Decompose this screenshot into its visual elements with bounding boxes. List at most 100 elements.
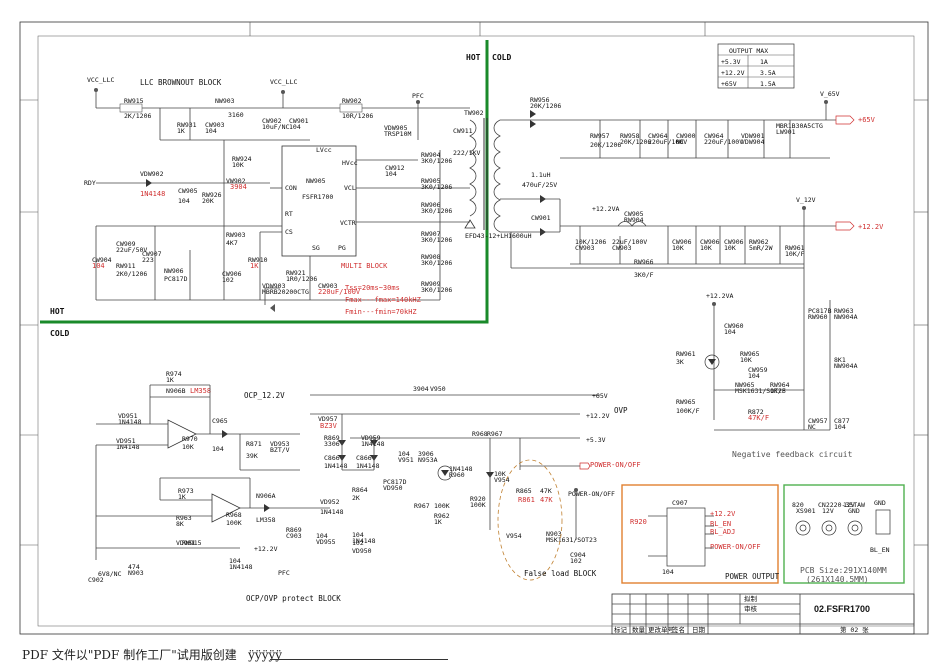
svg-text:NW904A: NW904A xyxy=(834,362,858,370)
zone-hot-left: HOT xyxy=(50,307,65,316)
svg-text:104: 104 xyxy=(92,262,105,270)
svg-text:1N4148: 1N4148 xyxy=(320,508,344,516)
svg-text:47K: 47K xyxy=(540,487,552,495)
svg-text:RW961: RW961 xyxy=(676,350,696,358)
feedback-circuit: +12.2VA RW963 NW904A PC817B RW960 8K1 NW… xyxy=(676,226,858,459)
svg-text:104: 104 xyxy=(212,445,224,453)
svg-text:CW906: CW906 xyxy=(700,238,720,246)
inner-border xyxy=(37,35,915,627)
svg-text:RW962: RW962 xyxy=(749,238,769,246)
svg-text:3306: 3306 xyxy=(324,440,340,448)
svg-text:1N4148: 1N4148 xyxy=(449,465,473,473)
svg-text:VD951: VD951 xyxy=(118,412,138,420)
svg-text:CS: CS xyxy=(285,228,293,236)
svg-text:NC: NC xyxy=(676,138,684,146)
svg-text:3904: 3904 xyxy=(230,183,247,191)
svg-text:3904: 3904 xyxy=(413,385,429,393)
svg-text:1N4148: 1N4148 xyxy=(118,418,142,426)
svg-text:20K/1206: 20K/1206 xyxy=(620,138,651,146)
svg-text:CW905: CW905 xyxy=(624,210,644,218)
svg-text:R967: R967 xyxy=(487,430,503,438)
ovp-label: OVP xyxy=(614,406,628,415)
ocp-ovp-block-label: OCP/OVP protect BLOCK xyxy=(246,594,341,603)
output-row-3-voltage: +65V xyxy=(721,80,737,88)
svg-text:PC817D: PC817D xyxy=(164,275,188,283)
svg-text:RW961: RW961 xyxy=(785,244,805,252)
net-12v2-ovp: +12.2V xyxy=(586,412,610,420)
svg-text:6V8/NC: 6V8/NC xyxy=(98,570,122,578)
svg-text:V950: V950 xyxy=(430,385,446,393)
svg-text:12V: 12V xyxy=(843,501,855,509)
svg-text:10K: 10K xyxy=(672,244,684,252)
svg-text:R872: R872 xyxy=(748,408,764,416)
svg-text:3K0/1206: 3K0/1206 xyxy=(421,236,452,244)
svg-text:VD953: VD953 xyxy=(270,440,290,448)
svg-text:104: 104 xyxy=(385,170,397,178)
timing-fmin: Fmin---fmin=70kHZ xyxy=(345,308,417,316)
svg-text:POWER-ON/OFF: POWER-ON/OFF xyxy=(710,543,761,551)
svg-text:VCL: VCL xyxy=(344,184,356,192)
svg-text:22uF/100V: 22uF/100V xyxy=(612,238,647,246)
llc-brownout-block-label: LLC BROWNOUT BLOCK xyxy=(140,78,222,87)
svg-text:RW915: RW915 xyxy=(124,97,144,105)
svg-text:VD957: VD957 xyxy=(318,415,338,423)
svg-text:NC: NC xyxy=(808,423,816,431)
svg-text:RW905: RW905 xyxy=(421,177,441,185)
svg-text:10K: 10K xyxy=(724,244,736,252)
svg-text:NW965: NW965 xyxy=(735,381,755,389)
svg-text:RW904: RW904 xyxy=(421,151,441,159)
svg-text:RW902: RW902 xyxy=(342,97,362,105)
svg-text:+12.2V: +12.2V xyxy=(710,510,736,518)
svg-text:CW964: CW964 xyxy=(704,132,724,140)
svg-text:CW904: CW904 xyxy=(92,256,112,264)
svg-text:C904: C904 xyxy=(570,551,586,559)
svg-text:VD950: VD950 xyxy=(383,484,403,492)
net-v-12v: V_12V xyxy=(796,196,816,204)
pcb-size-alt-label: (261X140.5MM) xyxy=(806,575,869,584)
svg-text:C907: C907 xyxy=(672,499,688,507)
svg-text:RT: RT xyxy=(285,210,293,218)
svg-text:V951: V951 xyxy=(398,456,414,464)
output-row-2-voltage: +12.2V xyxy=(721,69,745,77)
svg-text:RW966: RW966 xyxy=(634,258,654,266)
svg-text:VCTR: VCTR xyxy=(340,219,356,227)
svg-text:39K: 39K xyxy=(246,452,258,460)
title-checked: 审核 xyxy=(744,604,758,613)
svg-text:8K1: 8K1 xyxy=(834,356,846,364)
svg-text:RW911: RW911 xyxy=(116,262,136,270)
svg-text:VDW905: VDW905 xyxy=(384,124,408,132)
svg-text:20K: 20K xyxy=(202,197,214,205)
svg-text:CW906: CW906 xyxy=(222,270,242,278)
svg-text:1N4148: 1N4148 xyxy=(116,443,140,451)
svg-text:3K: 3K xyxy=(676,358,684,366)
svg-text:R920: R920 xyxy=(470,495,486,503)
svg-text:3K0/1206: 3K0/1206 xyxy=(421,157,452,165)
svg-text:C903: C903 xyxy=(286,532,302,540)
svg-text:47K: 47K xyxy=(540,496,553,504)
svg-text:RW910: RW910 xyxy=(248,256,268,264)
false-load-label: False load BLOCK xyxy=(524,569,597,578)
svg-text:1R0/1206: 1R0/1206 xyxy=(286,275,317,283)
output-row-3-current: 1.5A xyxy=(760,80,776,88)
svg-text:XS901: XS901 xyxy=(796,507,816,515)
svg-text:MBR1B30A5CTG: MBR1B30A5CTG xyxy=(776,122,823,130)
svg-text:104: 104 xyxy=(398,450,410,458)
svg-text:1.1uH: 1.1uH xyxy=(531,171,551,179)
svg-text:4K7: 4K7 xyxy=(226,239,238,247)
svg-text:100K: 100K xyxy=(434,502,450,510)
net-5v3-ovp: +5.3V xyxy=(586,436,606,444)
svg-text:RW964: RW964 xyxy=(770,381,790,389)
title-cell-date: 日期 xyxy=(692,626,706,634)
svg-text:C866: C866 xyxy=(324,454,340,462)
pcb-mounting-section: 820 XS901 CN2220-35TAW 12V 12V GND GND B… xyxy=(783,484,905,584)
svg-text:PFC: PFC xyxy=(278,569,290,577)
svg-text:VD950: VD950 xyxy=(352,547,372,555)
svg-text:V954: V954 xyxy=(494,476,510,484)
svg-text:R974: R974 xyxy=(166,370,182,378)
svg-text:104: 104 xyxy=(289,123,301,131)
net-power-onoff-2: POWER-ON/OFF xyxy=(568,490,615,498)
svg-text:RW907: RW907 xyxy=(421,230,441,238)
svg-text:102: 102 xyxy=(352,539,364,547)
svg-text:CW912: CW912 xyxy=(385,164,405,172)
